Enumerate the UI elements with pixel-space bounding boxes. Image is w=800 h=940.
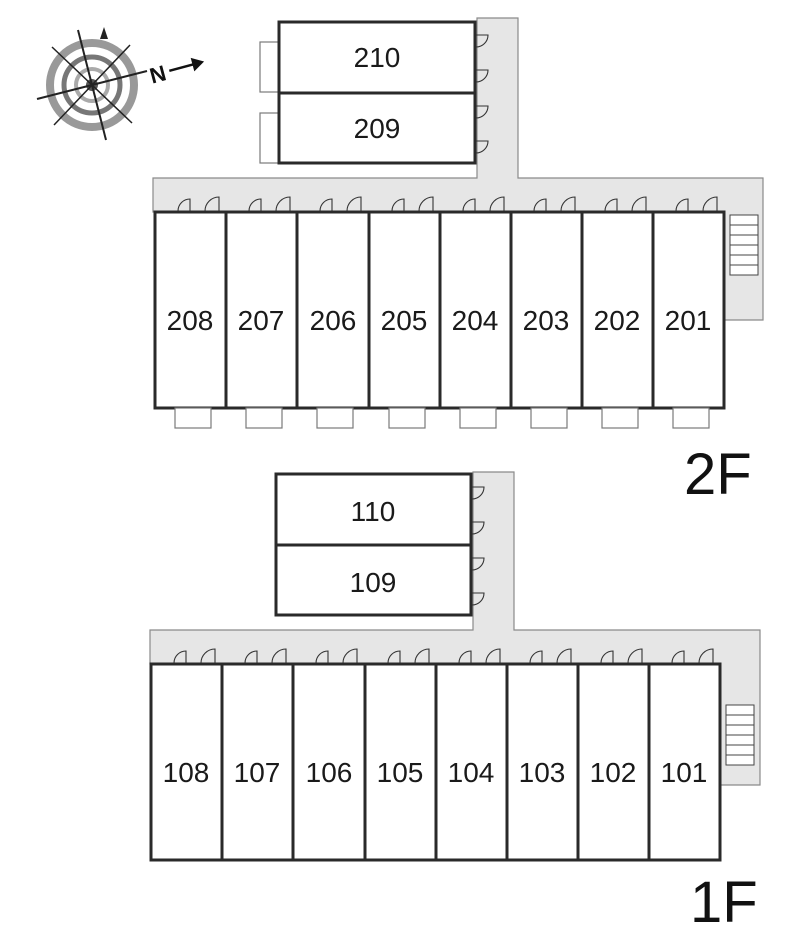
unit-label: 106 (306, 757, 353, 788)
unit-label: 110 (351, 496, 396, 527)
unit-101[interactable]: 101 (647, 648, 722, 862)
unit-201[interactable]: 201 (651, 196, 726, 429)
unit-105[interactable]: 105 (363, 648, 438, 862)
stairs-2f (729, 214, 759, 276)
floor-1f: 110 109 108 107 106 (149, 471, 761, 935)
unit-label: 101 (661, 757, 708, 788)
unit-label: 105 (377, 757, 424, 788)
unit-label: 203 (523, 305, 570, 336)
floor-label-2f: 2F (684, 442, 752, 507)
unit-210[interactable]: 210 (259, 20, 489, 95)
compass-icon (36, 27, 148, 141)
unit-106[interactable]: 106 (291, 648, 367, 862)
unit-203[interactable]: 203 (509, 196, 584, 429)
north-arrow-icon (190, 57, 205, 72)
unit-label: 206 (310, 305, 357, 336)
unit-110[interactable]: 110 (274, 472, 485, 547)
unit-103[interactable]: 103 (505, 648, 580, 862)
unit-label: 205 (381, 305, 428, 336)
unit-107[interactable]: 107 (220, 648, 295, 862)
unit-label: 204 (452, 305, 499, 336)
unit-206[interactable]: 206 (295, 196, 371, 429)
unit-label: 208 (167, 305, 214, 336)
floor-label-1f: 1F (690, 870, 758, 935)
unit-202[interactable]: 202 (580, 196, 655, 429)
unit-label: 201 (665, 305, 712, 336)
unit-205[interactable]: 205 (367, 196, 442, 429)
unit-label: 103 (519, 757, 566, 788)
unit-label: 107 (234, 757, 281, 788)
unit-109[interactable]: 109 (274, 543, 485, 617)
unit-label: 108 (163, 757, 210, 788)
north-indicator: N (147, 57, 205, 89)
stairs-1f (725, 704, 755, 766)
unit-label: 209 (354, 113, 401, 144)
unit-108[interactable]: 108 (149, 648, 224, 862)
unit-label: 102 (590, 757, 637, 788)
unit-label: 109 (350, 567, 397, 598)
unit-label: 104 (448, 757, 495, 788)
unit-208[interactable]: 208 (153, 196, 228, 429)
unit-104[interactable]: 104 (434, 648, 509, 862)
unit-label: 207 (238, 305, 285, 336)
floor-2f: 210 209 208 207 20 (152, 17, 764, 507)
unit-209[interactable]: 209 (259, 91, 489, 165)
unit-label: 202 (594, 305, 641, 336)
north-label: N (147, 60, 169, 88)
unit-label: 210 (354, 42, 401, 73)
unit-207[interactable]: 207 (224, 196, 299, 429)
unit-204[interactable]: 204 (438, 196, 513, 429)
unit-102[interactable]: 102 (576, 648, 651, 862)
